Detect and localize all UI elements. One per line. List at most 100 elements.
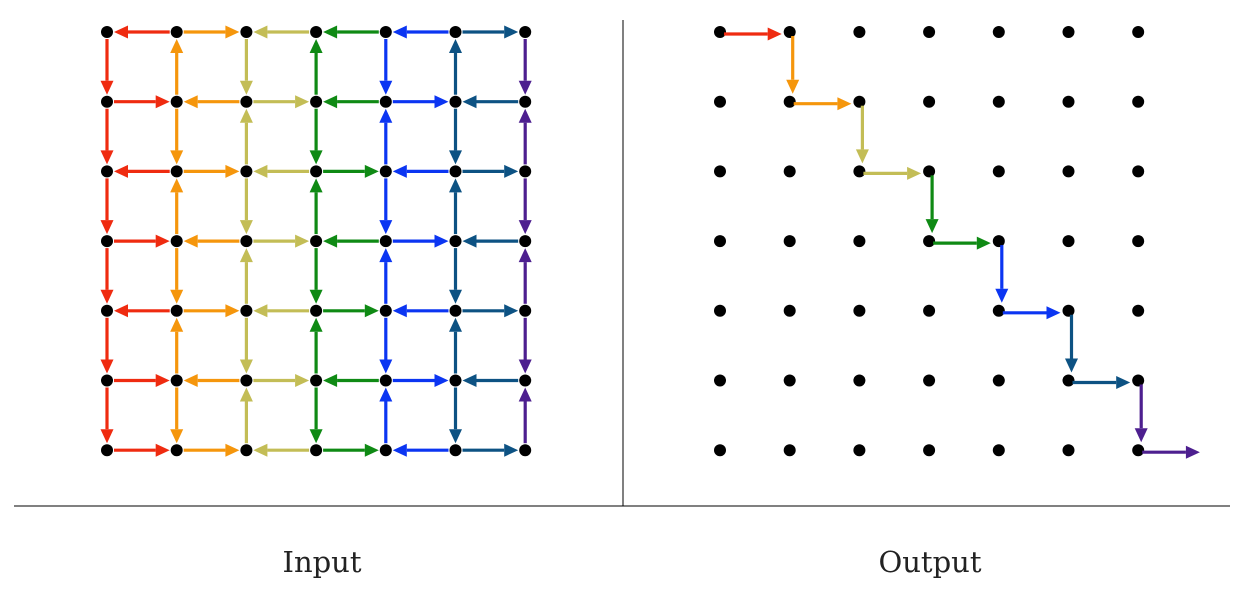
grid-dot <box>101 444 113 457</box>
vertical-arrow <box>239 39 253 95</box>
arrow-head <box>170 150 184 165</box>
vertical-arrow <box>239 317 253 374</box>
path-arrow <box>786 36 800 94</box>
arrow-head <box>309 150 323 165</box>
arrow-head <box>239 220 253 235</box>
arrow-head <box>518 220 532 235</box>
path-arrow <box>855 105 869 164</box>
arrow-head <box>518 387 532 402</box>
arrow-head <box>100 220 114 235</box>
horizontal-arrow <box>323 25 379 39</box>
grid-dot <box>923 165 936 178</box>
grid-dot <box>992 444 1005 457</box>
grid-dot <box>714 235 726 248</box>
arrow-head <box>518 359 532 374</box>
grid-dot <box>449 444 462 457</box>
grid-dot <box>853 304 866 317</box>
horizontal-arrow <box>114 304 170 318</box>
arrow-head <box>239 80 253 95</box>
arrow-head <box>379 108 393 123</box>
horizontal-arrow <box>114 234 170 248</box>
arrow-head <box>155 374 170 387</box>
grid-dot <box>783 235 796 248</box>
grid-dot <box>992 165 1005 178</box>
arrow-head <box>309 178 323 193</box>
grid-dot <box>240 26 253 38</box>
arrow-head <box>1134 428 1148 443</box>
grid-dot <box>853 95 866 108</box>
arrow-head <box>379 387 393 402</box>
path-arrow <box>1134 384 1148 443</box>
arrow-head <box>855 149 869 164</box>
vertical-arrow <box>170 387 184 444</box>
grid-dot <box>449 235 462 248</box>
grid-dot <box>992 374 1005 387</box>
arrow-head <box>309 289 323 304</box>
horizontal-arrow <box>183 374 240 387</box>
arrow-head <box>449 39 462 53</box>
grid-dot <box>992 26 1005 38</box>
arrow-head <box>114 304 128 318</box>
grid-dot <box>853 165 866 178</box>
arrow-head <box>239 108 253 123</box>
grid-dot <box>310 444 323 457</box>
horizontal-arrow <box>183 443 240 457</box>
arrow-head <box>907 166 922 180</box>
path-arrow <box>1065 314 1078 373</box>
grid-dot <box>992 235 1005 248</box>
horizontal-arrow <box>183 164 240 178</box>
grid-dot <box>519 374 532 387</box>
arrow-head <box>239 359 253 374</box>
arrow-head <box>392 25 407 39</box>
grid-dot <box>379 165 392 178</box>
arrow-head <box>518 80 532 95</box>
grid-dot <box>449 165 462 178</box>
arrow-head <box>364 443 379 457</box>
vertical-arrow <box>309 108 323 165</box>
vertical-arrow <box>449 387 462 444</box>
vertical-arrow <box>100 317 114 374</box>
grid-dot <box>170 304 183 317</box>
grid-dot <box>1062 374 1075 387</box>
arrow-head <box>449 429 462 444</box>
vertical-arrow <box>100 39 114 95</box>
horizontal-arrow <box>253 25 310 39</box>
grid-dot <box>379 235 392 248</box>
arrow-head <box>379 359 393 374</box>
vertical-arrow <box>449 178 462 235</box>
grid-dot <box>519 304 532 317</box>
arrow-head <box>183 374 198 387</box>
horizontal-arrow <box>114 374 170 387</box>
arrow-head <box>976 236 991 250</box>
grid-dot <box>714 374 726 387</box>
horizontal-arrow <box>253 164 310 178</box>
grid-dot <box>101 26 113 38</box>
vertical-arrow <box>309 178 323 235</box>
arrow-head <box>462 374 477 387</box>
arrow-head <box>379 220 393 235</box>
arrow-head <box>100 150 114 165</box>
grid-dot <box>853 374 866 387</box>
arrow-head <box>323 234 338 248</box>
horizontal-arrow <box>462 374 519 387</box>
arrow-head <box>295 234 310 248</box>
arrow-head <box>1185 445 1200 459</box>
arrow-head <box>295 374 310 387</box>
grid-dot <box>519 444 532 457</box>
horizontal-arrow <box>392 443 449 457</box>
horizontal-arrow <box>462 25 519 39</box>
grid-dot <box>449 26 462 38</box>
horizontal-arrow <box>183 234 240 248</box>
grid-dot <box>170 374 183 387</box>
vertical-arrow <box>379 108 393 165</box>
path-arrow <box>863 166 922 180</box>
arrow-head <box>100 289 114 304</box>
vertical-arrow <box>309 248 323 304</box>
grid-dot <box>240 444 253 457</box>
arrow-head <box>183 234 198 248</box>
vertical-arrow <box>309 39 323 95</box>
arrow-head <box>504 443 519 457</box>
arrow-head <box>518 248 532 263</box>
output-panel <box>714 26 1200 459</box>
